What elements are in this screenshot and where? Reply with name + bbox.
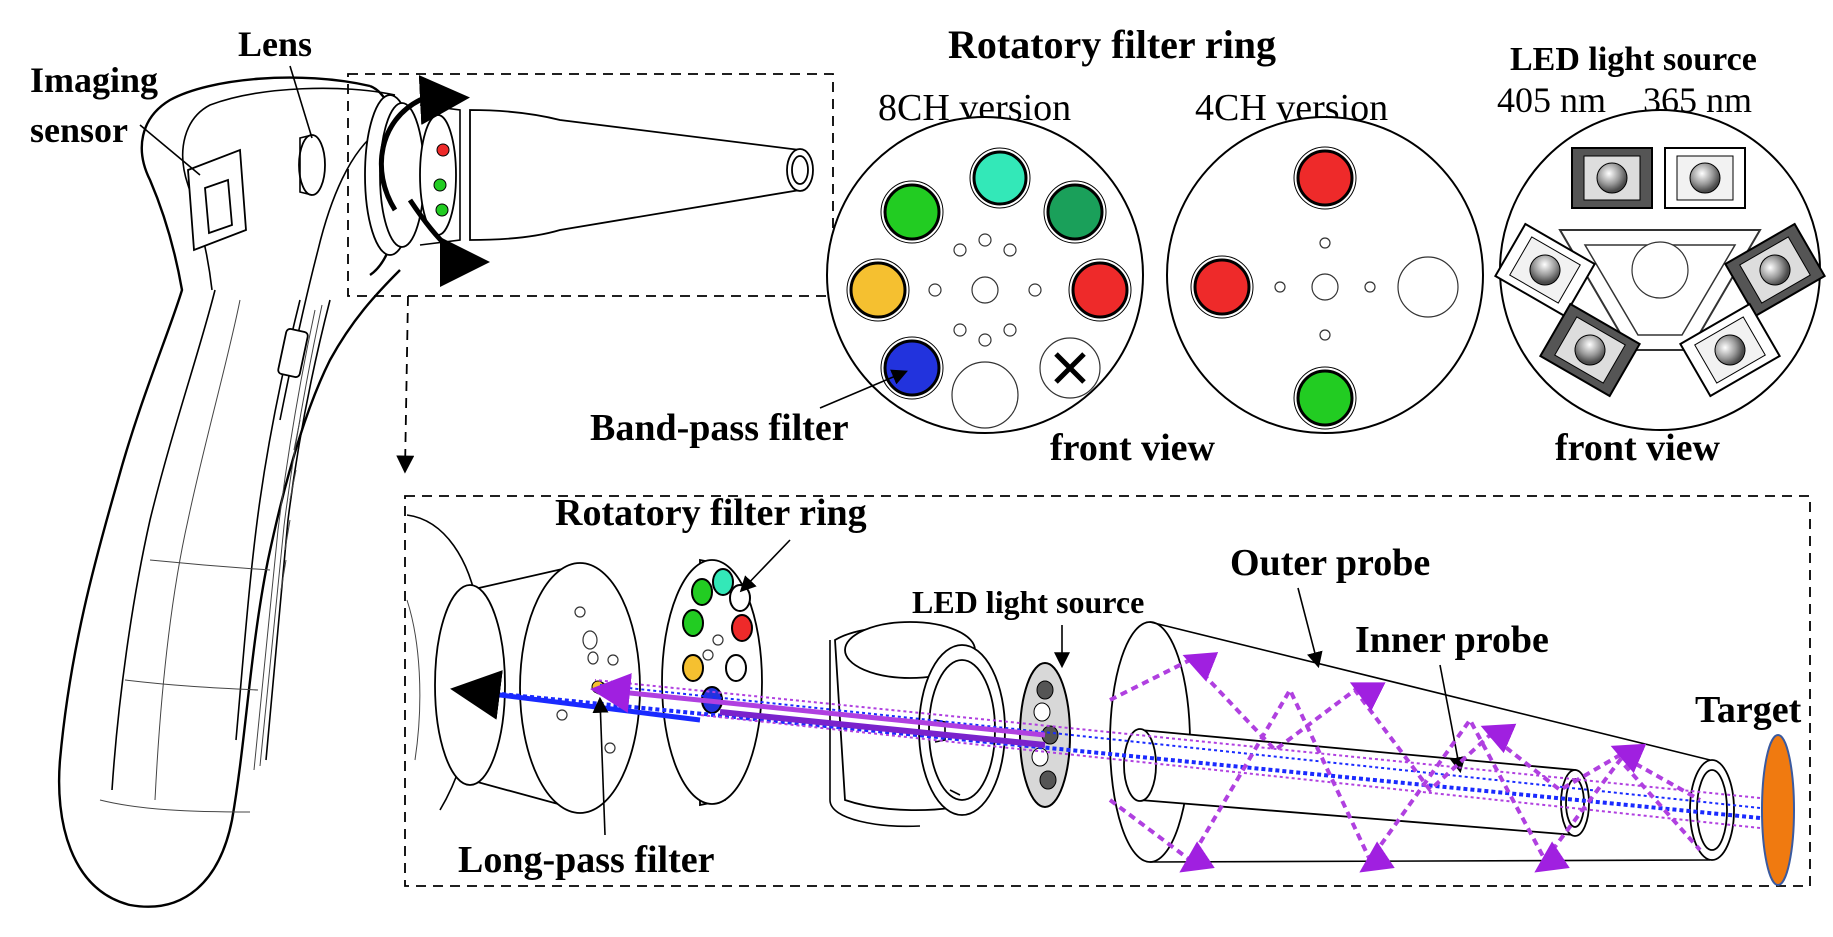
lens-element bbox=[298, 134, 326, 196]
filter-wheel-4ch bbox=[1166, 116, 1484, 434]
target-label: Target bbox=[1695, 689, 1802, 731]
rotation-arrow-bottom bbox=[407, 198, 490, 287]
target-ellipse bbox=[1761, 734, 1795, 886]
filter-ring-exploded bbox=[661, 558, 763, 807]
filter-red bbox=[1071, 261, 1129, 319]
led-source-exploded-label: LED light source bbox=[912, 584, 1144, 620]
filter-green bbox=[883, 183, 941, 241]
imaging-sensor-label-1: Imaging bbox=[30, 60, 158, 100]
imaging-sensor-label-2: sensor bbox=[30, 110, 128, 150]
lens-label: Lens bbox=[238, 24, 312, 64]
filter-cyan bbox=[972, 150, 1028, 206]
camera-cylinder bbox=[434, 562, 641, 814]
rotatory-filter-ring-title: Rotatory filter ring bbox=[948, 22, 1276, 67]
band-pass-filter-label: Band-pass filter bbox=[590, 407, 849, 449]
led-array-front bbox=[1493, 109, 1827, 431]
filter-red-left bbox=[1193, 258, 1251, 316]
long-pass-filter-label: Long-pass filter bbox=[458, 839, 715, 881]
cross-icon bbox=[1054, 352, 1086, 384]
zoom-box-top bbox=[347, 73, 834, 297]
front-view-label-1: front view bbox=[1050, 427, 1216, 469]
filter-wheel-8ch bbox=[826, 116, 1144, 434]
front-view-label-2: front view bbox=[1555, 427, 1721, 469]
rotatory-filter-ring-exploded-label: Rotatory filter ring bbox=[555, 492, 867, 534]
led-source-title: LED light source bbox=[1510, 41, 1757, 78]
outer-probe-label: Outer probe bbox=[1230, 542, 1430, 584]
exploded-view-box bbox=[404, 495, 1811, 887]
filter-green-bottom bbox=[1296, 369, 1354, 427]
filter-yellow bbox=[849, 261, 907, 319]
rotation-arrow-top bbox=[378, 75, 470, 212]
light-paths bbox=[450, 652, 1761, 873]
filter-red-top bbox=[1296, 149, 1354, 207]
handheld-device-body bbox=[57, 75, 814, 908]
wavelength-405-label: 405 nm bbox=[1497, 80, 1606, 120]
inner-probe-label: Inner probe bbox=[1355, 619, 1549, 661]
filter-darkgreen bbox=[1046, 183, 1104, 241]
filter-blue bbox=[883, 339, 941, 397]
